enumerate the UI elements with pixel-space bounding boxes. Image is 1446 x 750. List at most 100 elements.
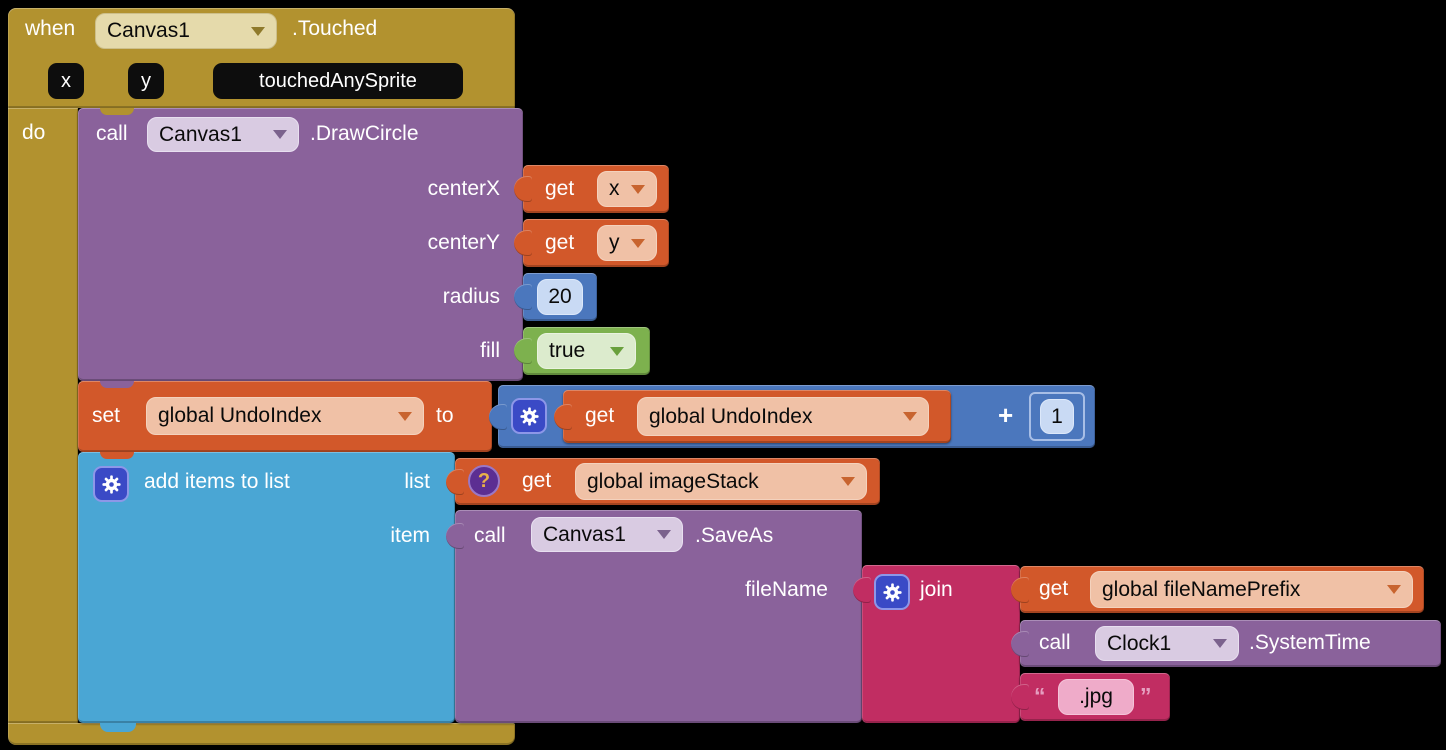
variable-dropdown-global-imagestack[interactable]: global imageStack [575,463,867,500]
block-get-global-imagestack[interactable]: ? get global imageStack [455,458,880,505]
join-label: join [920,578,953,601]
block-call-drawcircle[interactable]: call Canvas1 .DrawCircle centerX centerY… [78,108,523,381]
chevron-down-icon [903,412,917,421]
block-get-global-filenameprefix[interactable]: get global fileNamePrefix [1020,566,1424,613]
dropdown-value: global fileNamePrefix [1102,577,1301,601]
call-keyword: call [96,122,128,145]
event-param-x[interactable]: x [48,63,84,99]
chevron-down-icon [841,477,855,486]
chevron-down-icon [631,184,645,194]
chevron-down-icon [631,238,645,248]
block-get-global-undoindex[interactable]: get global UndoIndex [563,390,951,443]
chevron-down-icon [398,411,412,421]
call-keyword: call [474,524,506,547]
component-dropdown-canvas1[interactable]: Canvas1 [531,517,683,552]
arg-label-filename: fileName [745,578,828,601]
event-name: .Touched [292,17,378,40]
chevron-down-icon [251,26,265,36]
when-block-spine[interactable]: do [8,108,78,723]
dropdown-value: Canvas1 [107,19,190,42]
dropdown-value: x [609,177,620,200]
number-value: 1 [1051,404,1063,428]
text-value: .jpg [1079,685,1113,708]
block-call-saveas[interactable]: call Canvas1 .SaveAs fileName [455,510,862,723]
component-dropdown-canvas1[interactable]: Canvas1 [95,13,277,49]
close-quote: ” [1140,683,1152,709]
variable-dropdown-y[interactable]: y [597,225,657,261]
dropdown-value: Canvas1 [543,522,626,546]
get-keyword: get [522,469,552,492]
gear-icon [101,474,121,494]
when-block-foot[interactable] [8,723,515,745]
call-keyword: call [1039,631,1071,654]
component-dropdown-canvas1[interactable]: Canvas1 [147,117,299,152]
variable-dropdown-x[interactable]: x [597,171,657,207]
method-name: .SaveAs [695,524,774,547]
param-label: touchedAnySprite [259,69,417,92]
param-label: x [61,69,71,92]
block-number-20[interactable]: 20 [523,273,597,321]
block-call-systemtime[interactable]: call Clock1 .SystemTime [1020,620,1441,667]
arg-label-fill: fill [480,339,500,362]
number-input[interactable]: 20 [537,279,583,315]
arg-label-radius: radius [442,285,500,308]
chevron-down-icon [657,530,671,539]
plus-operator: + [998,400,1014,430]
mutator-gear-icon[interactable] [874,574,910,610]
gear-icon [882,582,902,602]
arg-label-item: item [390,524,430,547]
block-when-canvas1-touched[interactable]: when Canvas1 .Touched x y touchedAnySpri… [8,8,515,108]
dropdown-value: global UndoIndex [158,404,322,427]
warning-glyph: ? [477,469,491,492]
logic-dropdown-true[interactable]: true [537,333,636,369]
block-text-jpg[interactable]: “ .jpg ” [1020,673,1170,721]
dropdown-value: y [609,231,620,254]
statement-notch [100,452,134,459]
block-join[interactable]: join [862,565,1020,723]
block-set-global-undoindex[interactable]: set global UndoIndex to [78,381,492,452]
block-get-x[interactable]: get x [523,165,669,213]
dropdown-value: Clock1 [1107,631,1172,655]
event-param-y[interactable]: y [128,63,164,99]
arg-label-centerx: centerX [427,177,500,200]
method-name: .SystemTime [1249,631,1371,654]
block-logic-true[interactable]: true [523,327,650,375]
block-add-items-to-list[interactable]: add items to list list item [78,452,455,723]
do-label: do [22,121,46,144]
get-keyword: get [545,177,575,200]
warning-icon[interactable]: ? [468,465,500,497]
param-label: y [141,69,151,92]
chevron-down-icon [610,346,624,356]
variable-dropdown-global-undoindex[interactable]: global UndoIndex [637,397,929,436]
event-param-touchedanysprite[interactable]: touchedAnySprite [213,63,463,99]
get-keyword: get [545,231,575,254]
number-input[interactable]: 1 [1040,399,1074,434]
chevron-down-icon [1213,639,1227,648]
to-keyword: to [436,404,454,427]
text-input[interactable]: .jpg [1058,679,1134,715]
mutator-gear-icon[interactable] [511,398,547,434]
statement-notch [100,108,134,115]
variable-dropdown-global-undoindex[interactable]: global UndoIndex [146,397,424,435]
number-value: 20 [548,285,572,308]
set-keyword: set [92,404,121,427]
method-name: .DrawCircle [310,122,419,145]
gear-icon [519,406,539,426]
mutator-gear-icon[interactable] [93,466,129,502]
get-keyword: get [1039,577,1069,600]
add-items-label: add items to list [144,470,290,493]
arg-label-centery: centerY [427,231,500,254]
chevron-down-icon [273,130,287,139]
statement-notch [100,381,134,388]
dropdown-value: true [549,339,586,362]
dropdown-value: Canvas1 [159,122,242,146]
variable-dropdown-global-filenameprefix[interactable]: global fileNamePrefix [1090,571,1413,608]
chevron-down-icon [1387,585,1401,594]
open-quote: “ [1034,683,1046,709]
when-keyword: when [25,17,76,40]
next-statement-tab [100,723,136,732]
get-keyword: get [585,404,615,427]
component-dropdown-clock1[interactable]: Clock1 [1095,626,1239,661]
block-get-y[interactable]: get y [523,219,669,267]
